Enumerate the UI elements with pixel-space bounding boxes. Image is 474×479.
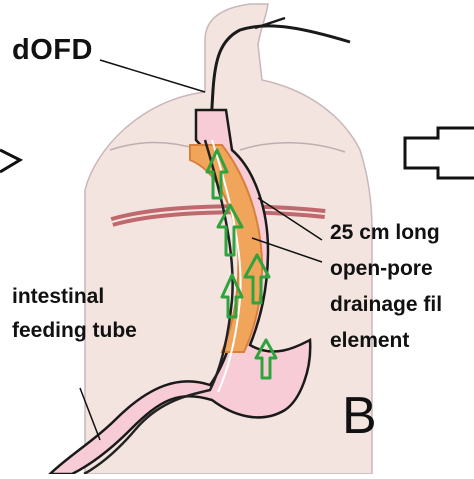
- flow-arrow-icon: [205, 148, 229, 200]
- dofd-label: dOFD: [12, 34, 93, 66]
- flow-arrow-icon: [216, 203, 244, 257]
- filter-label-line-3: drainage fil: [330, 293, 443, 316]
- flow-arrow-icon: [254, 338, 278, 380]
- leader-feeding-tube: [79, 387, 101, 441]
- flow-arrow-icon: [243, 253, 271, 305]
- diaphragm-line: [111, 208, 326, 223]
- filter-label-line-4: element: [330, 329, 410, 352]
- arrowhead-icon: [0, 148, 24, 174]
- filter-label-line-2: open-pore: [330, 257, 433, 280]
- intestinal-feeding-tube: [83, 139, 234, 476]
- leader-filter-2: [251, 237, 323, 263]
- flow-arrow-icon: [220, 273, 244, 319]
- feeding-tube-label-line-1: intestinal: [12, 285, 105, 308]
- feeding-tube-label-line-2: feeding tube: [12, 319, 137, 342]
- leader-filter-1: [257, 197, 323, 241]
- filter-label-line-1: 25 cm long: [330, 221, 440, 244]
- panel-letter: B: [342, 387, 377, 445]
- hollow-arrow-icon: [403, 126, 474, 180]
- clavicle-right: [239, 141, 346, 153]
- tube-from-nose: [208, 24, 351, 141]
- leader-dofd: [99, 59, 206, 93]
